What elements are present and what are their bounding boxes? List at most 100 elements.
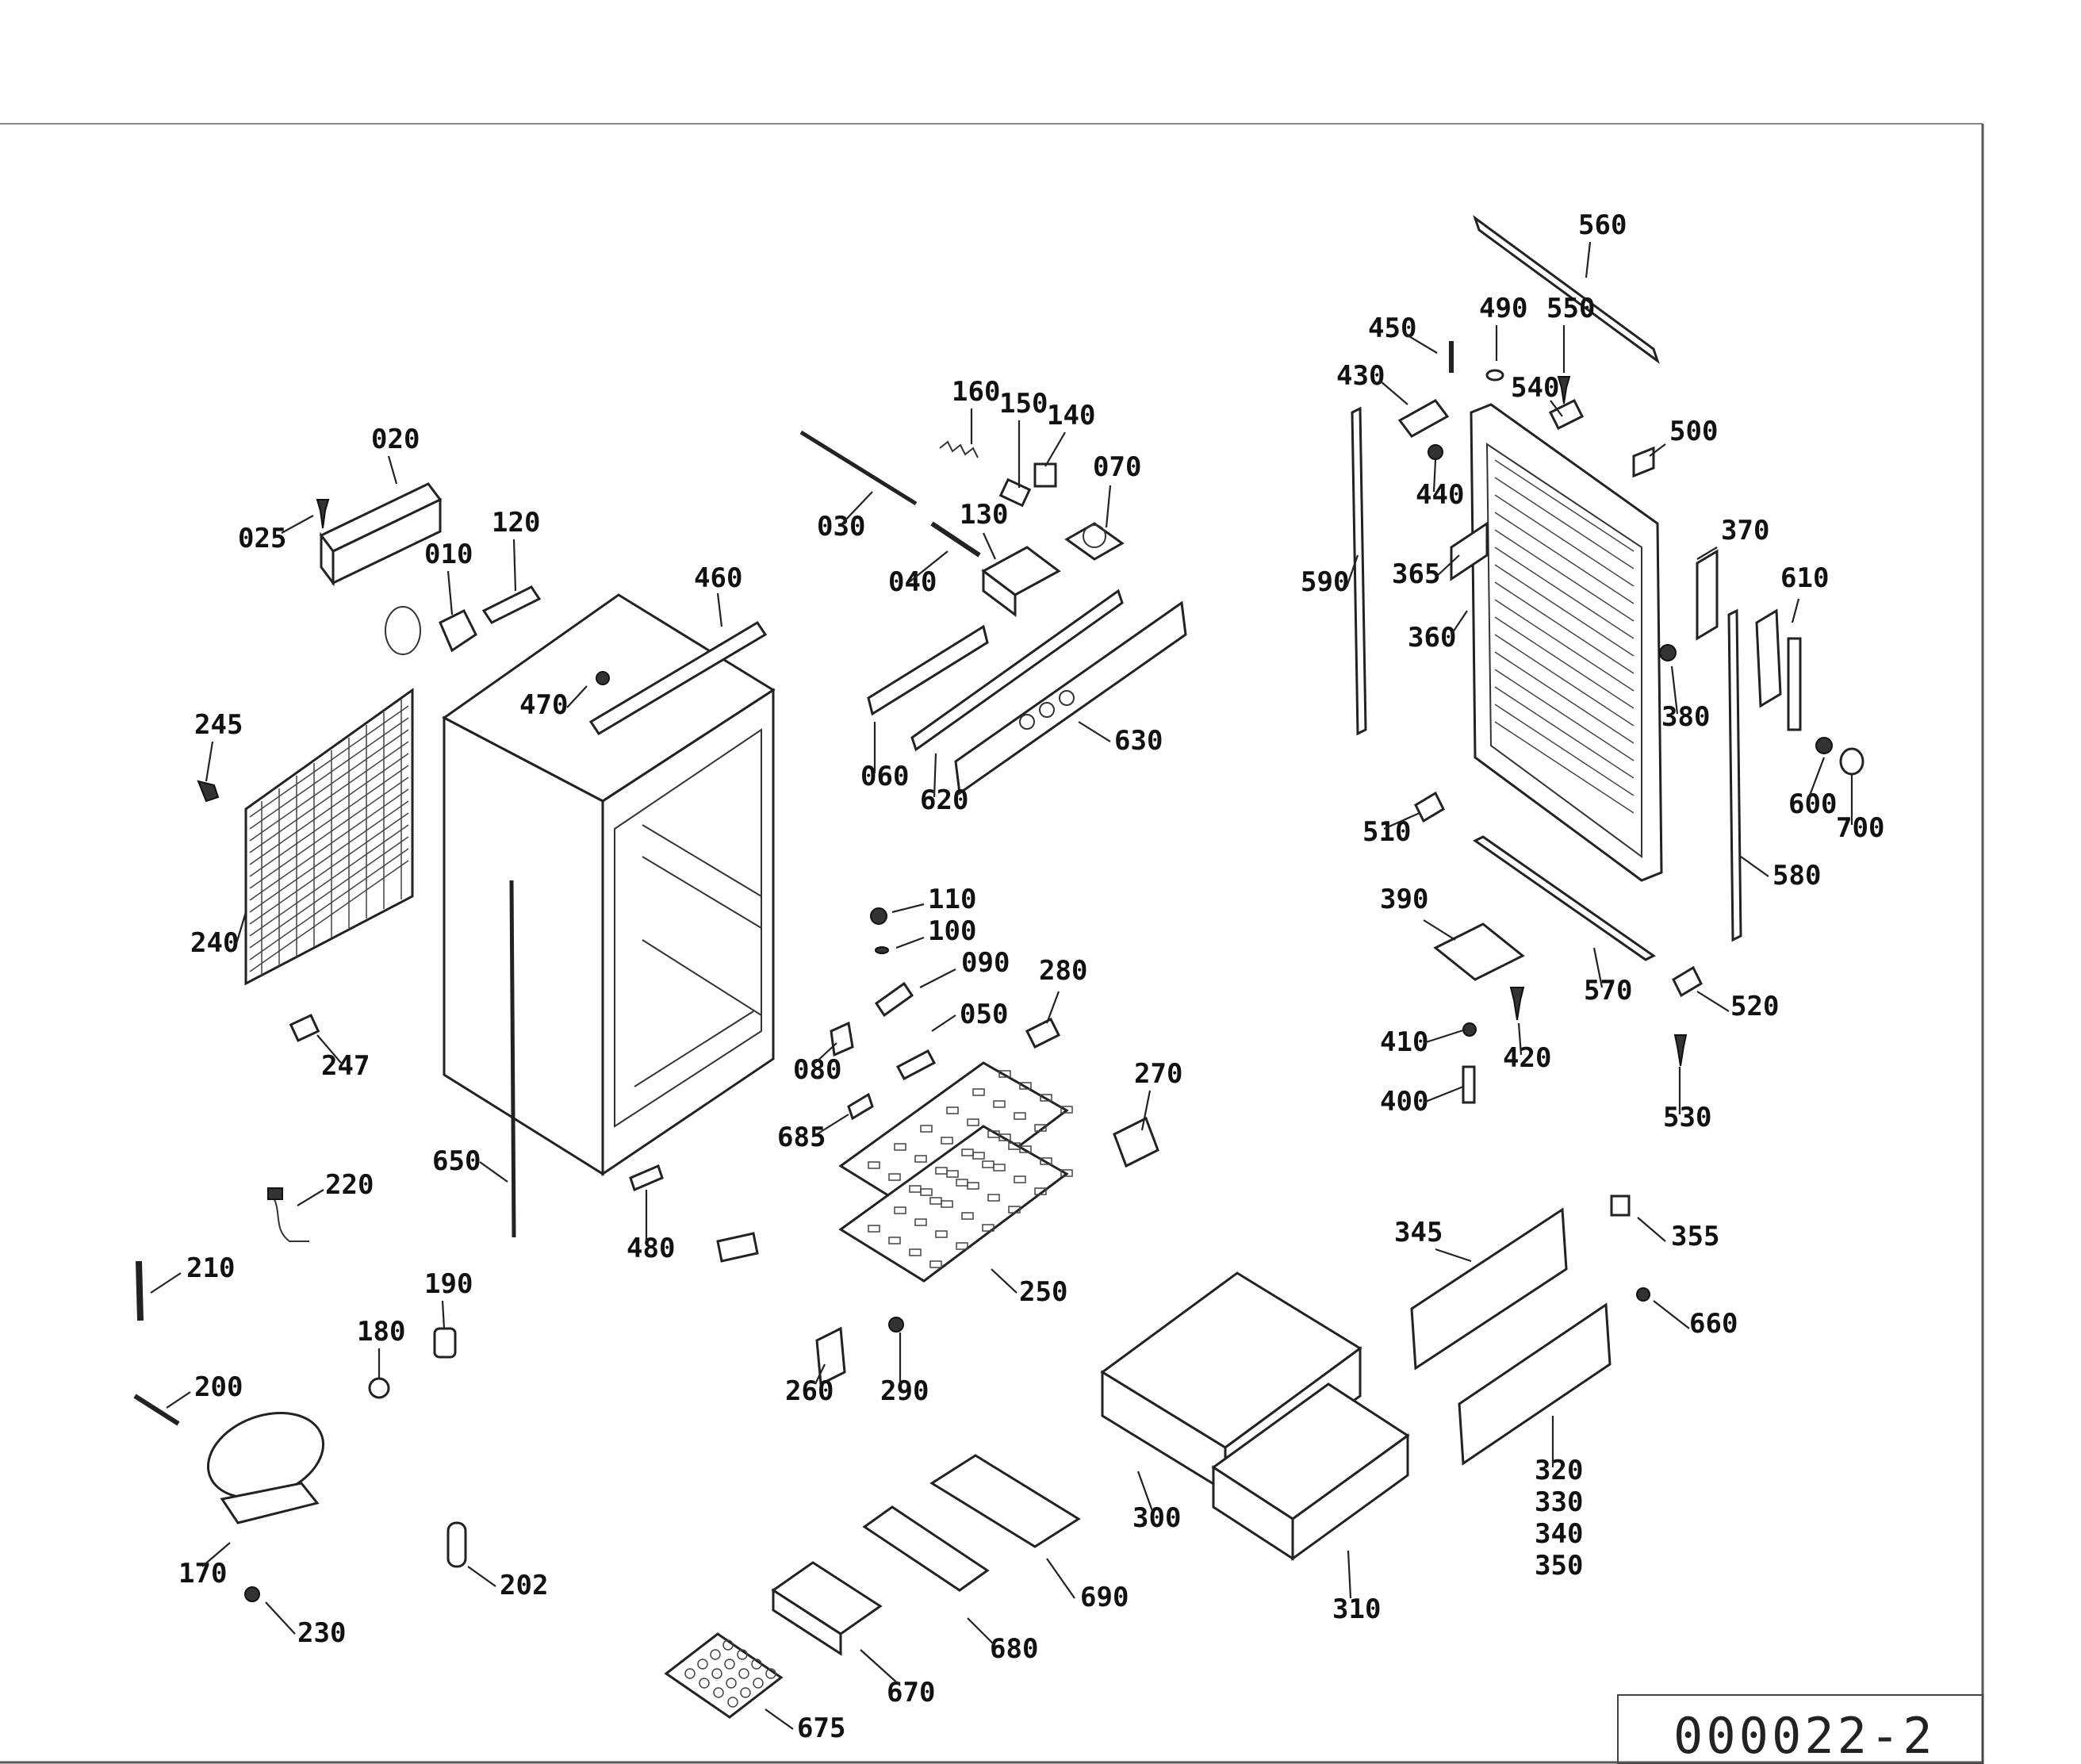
leader-line-500 <box>1649 443 1666 457</box>
callout-020: 020 <box>371 424 420 455</box>
callout-700: 700 <box>1836 812 1884 844</box>
part-rod <box>136 1260 144 1321</box>
callout-050: 050 <box>960 999 1008 1030</box>
part-cabinet <box>442 593 776 1176</box>
callout-345: 345 <box>1394 1217 1443 1248</box>
part-thermostat <box>385 606 477 655</box>
leader-line-110 <box>891 903 925 914</box>
callout-440: 440 <box>1416 479 1464 511</box>
callout-202: 202 <box>500 1570 548 1601</box>
leader-line-020 <box>387 455 398 485</box>
part-screw <box>1673 1034 1688 1067</box>
part-top-bar <box>1473 215 1660 364</box>
leader-line-270 <box>1140 1090 1152 1131</box>
callout-250: 250 <box>1019 1276 1067 1308</box>
part-door <box>1470 403 1663 882</box>
leader-line-355 <box>1637 1217 1666 1242</box>
callout-170: 170 <box>178 1558 227 1590</box>
part-cover-panel <box>954 600 1187 796</box>
leader-line-670 <box>860 1649 901 1686</box>
leader-line-050 <box>931 1014 956 1032</box>
leader-line-230 <box>265 1601 296 1635</box>
callout-190: 190 <box>424 1268 473 1300</box>
part-lamp-housing <box>981 546 1061 617</box>
leader-line-460 <box>716 592 723 627</box>
leader-line-675 <box>765 1708 794 1730</box>
leader-line-210 <box>150 1272 182 1294</box>
callout-550: 550 <box>1546 293 1595 324</box>
part-grommet <box>368 1377 390 1399</box>
leader-line-590 <box>1345 554 1359 588</box>
part-washer <box>875 946 889 954</box>
part-lamp-bracket <box>481 585 542 624</box>
leader-line-600 <box>1807 757 1826 800</box>
leader-line-370 <box>1696 546 1718 560</box>
callout-240: 240 <box>190 927 239 959</box>
part-drawer-small <box>1211 1382 1410 1561</box>
callout-670: 670 <box>887 1677 935 1708</box>
part-top-rail <box>588 620 768 736</box>
leader-line-410 <box>1423 1028 1466 1045</box>
callout-120: 120 <box>492 507 540 539</box>
part-seal-right <box>1727 608 1742 942</box>
callout-070: 070 <box>1093 451 1141 483</box>
callout-300: 300 <box>1132 1502 1181 1534</box>
callout-245: 245 <box>194 709 243 741</box>
callout-630: 630 <box>1114 725 1163 757</box>
leader-line-250 <box>991 1268 1018 1294</box>
callout-280: 280 <box>1039 955 1087 987</box>
callout-560: 560 <box>1578 209 1627 241</box>
part-label <box>1632 446 1655 478</box>
part-knob <box>870 907 887 925</box>
part-clip <box>1610 1195 1631 1217</box>
leader-line-245 <box>205 741 214 782</box>
leader-line-010 <box>446 570 454 615</box>
part-screw <box>1659 644 1677 662</box>
callout-110: 110 <box>928 884 976 915</box>
leader-line-240 <box>235 911 247 945</box>
leader-line-130 <box>982 532 997 560</box>
callout-410: 410 <box>1380 1026 1428 1058</box>
callout-660: 660 <box>1689 1308 1738 1340</box>
part-nut <box>244 1586 260 1602</box>
leader-line-430 <box>1379 380 1408 405</box>
drawing-number: 000022-2 <box>1673 1707 1936 1764</box>
part-stopper <box>1672 965 1703 998</box>
callout-160: 160 <box>952 376 1000 408</box>
leader-line-570 <box>1592 947 1604 988</box>
callout-040: 040 <box>888 566 937 598</box>
callout-620: 620 <box>920 784 968 816</box>
callout-090: 090 <box>961 947 1010 979</box>
part-seal-strip <box>509 880 516 1238</box>
part-ice-box <box>771 1561 883 1656</box>
part-hinge-side <box>1787 637 1802 731</box>
callout-480: 480 <box>627 1233 675 1264</box>
callout-100: 100 <box>928 915 976 947</box>
part-spring <box>939 440 979 458</box>
leader-line-400 <box>1423 1085 1464 1104</box>
leader-line-190 <box>441 1300 446 1329</box>
leader-line-560 <box>1585 241 1592 278</box>
part-pin <box>888 1317 904 1333</box>
callout-490: 490 <box>1479 293 1527 324</box>
part-egg-tray <box>664 1632 784 1719</box>
callout-200: 200 <box>194 1371 243 1403</box>
part-screw <box>1815 737 1833 754</box>
part-dryer <box>289 1014 320 1042</box>
part-screw <box>596 671 610 685</box>
leader-line-140 <box>1044 431 1066 467</box>
leader-line-170 <box>201 1542 231 1567</box>
part-bracket <box>830 1021 854 1057</box>
leader-line-080 <box>814 1042 837 1064</box>
part-bracket <box>1025 1017 1061 1049</box>
part-hinge-top <box>1397 399 1450 438</box>
part-hinge <box>815 1326 846 1386</box>
callout-450: 450 <box>1368 313 1416 344</box>
part-flap <box>1458 1302 1612 1466</box>
leader-line-685 <box>816 1114 849 1135</box>
leader-line-660 <box>1653 1300 1690 1329</box>
callout-590: 590 <box>1301 566 1349 598</box>
callout-530: 530 <box>1663 1102 1711 1133</box>
